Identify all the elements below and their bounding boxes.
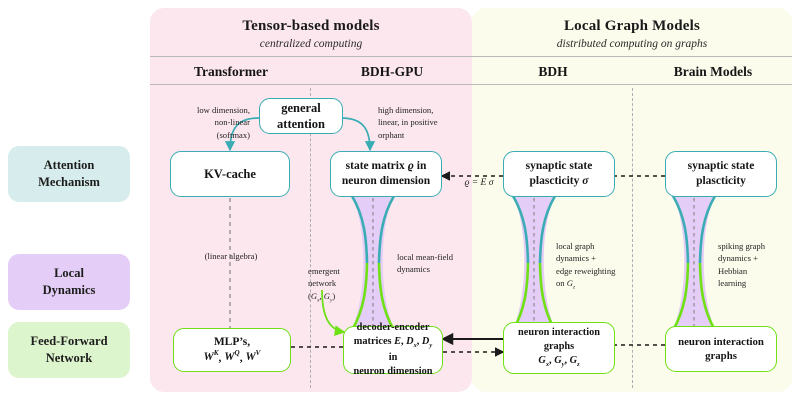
arrow-emergent-network — [321, 289, 346, 337]
hourglass-bdh — [511, 195, 557, 331]
node-general-attention-line2: attention — [277, 117, 325, 131]
node-decoder-encoder-line2: matrices — [353, 336, 392, 348]
node-mlps[interactable]: MLP’s, WK, WQ, WV — [173, 328, 291, 372]
node-mlps-wv-sup: V — [255, 349, 261, 358]
node-mlps-wq: W — [224, 351, 235, 364]
group-subtitle-tensor: centralized computing — [259, 38, 363, 50]
node-graphs-brain-line1: neuron interaction — [678, 335, 764, 348]
node-neuron-interaction-graphs-bdh[interactable]: neuron interaction graphs Gx, Gy, Gz — [503, 322, 615, 374]
annotation-low-dimension: low dimension,non-linear(softmax) — [197, 105, 250, 140]
node-decoder-encoder-line1: decoder-encoder — [356, 322, 430, 334]
node-decoder-encoder-line3: neuron dimension — [353, 365, 433, 377]
row-label-ff-line1: Feed-Forward — [30, 334, 108, 349]
row-label-attention-line1: Attention — [43, 158, 95, 173]
column-header-transformer: Transformer — [194, 64, 268, 79]
node-synaptic-bdh-line2: plascticity — [529, 175, 580, 187]
node-decoder-encoder-tail: in — [388, 351, 398, 363]
node-state-matrix-symbol: ϱ — [407, 160, 414, 173]
annotation-rho-equation: ϱ = E σ — [464, 178, 494, 188]
node-synaptic-state-plasticity-bdh[interactable]: synaptic state plascticity σ — [503, 151, 615, 197]
group-subtitle-graph: distributed computing on graphs — [556, 38, 708, 50]
column-header-bdh: BDH — [538, 64, 568, 79]
arrow-attention-to-kvcache — [224, 117, 260, 152]
node-synaptic-brain-line1: synaptic state — [687, 160, 755, 173]
row-label-attention-mechanism: Attention Mechanism — [8, 146, 130, 202]
separator-transformer-bdhgpu — [310, 88, 311, 388]
column-header-brain-models: Brain Models — [673, 64, 753, 79]
node-state-matrix-line2: neuron dimension — [341, 175, 431, 187]
hourglass-brain-models — [671, 195, 717, 331]
node-state-matrix-line1b: in — [416, 160, 427, 173]
node-state-matrix[interactable]: state matrix ϱ in neuron dimension — [330, 151, 442, 197]
node-mlps-wv: W — [245, 351, 256, 364]
node-mlps-wk: W — [203, 351, 214, 364]
node-general-attention-line1: general — [281, 100, 321, 115]
node-decoder-encoder-matrices[interactable]: decoder-encoder matrices E, Dx, Dy in ne… — [343, 322, 443, 377]
node-synaptic-bdh-symbol: σ — [582, 175, 589, 187]
hourglass-bdh-gpu — [350, 195, 396, 331]
row-label-local-line1: Local — [54, 266, 84, 281]
node-mlps-wk-sup: K — [213, 349, 219, 358]
arrow-attention-to-state-matrix — [340, 117, 376, 152]
rule-columns — [150, 84, 792, 85]
node-state-matrix-line1: state matrix — [345, 160, 405, 173]
group-title-graph: Local Graph Models — [563, 18, 701, 34]
node-graphs-brain-line2: graphs — [705, 350, 737, 362]
row-label-attention-line2: Mechanism — [38, 175, 100, 189]
node-mlps-wq-sup: Q — [234, 349, 240, 358]
node-graphs-bdh-line2: graphs — [543, 341, 575, 353]
annotation-linear-algebra: (linear algebra) — [204, 251, 258, 261]
node-synaptic-brain-line2: plascticity — [696, 175, 746, 187]
column-header-bdh-gpu: BDH-GPU — [360, 64, 424, 79]
node-synaptic-bdh-line1: synaptic state — [525, 160, 593, 173]
node-neuron-interaction-graphs-brain[interactable]: neuron interaction graphs — [665, 326, 777, 372]
row-label-local-dynamics: Local Dynamics — [8, 254, 130, 310]
node-general-attention[interactable]: general attention — [259, 98, 343, 134]
rule-tensor — [150, 56, 472, 57]
node-kv-cache-label: KV-cache — [204, 166, 256, 181]
rule-graph — [472, 56, 792, 57]
row-label-feed-forward-network: Feed-Forward Network — [8, 322, 130, 378]
group-title-tensor: Tensor-based models — [242, 18, 380, 34]
node-mlps-line1: MLP’s, — [213, 335, 251, 348]
node-synaptic-state-plasticity-brain[interactable]: synaptic state plascticity — [665, 151, 777, 197]
node-graphs-bdh-line1: neuron interaction — [518, 327, 600, 339]
row-label-local-line2: Dynamics — [42, 283, 96, 297]
separator-bdh-brain — [632, 88, 633, 388]
row-label-ff-line2: Network — [45, 351, 93, 365]
node-kv-cache[interactable]: KV-cache — [170, 151, 290, 197]
